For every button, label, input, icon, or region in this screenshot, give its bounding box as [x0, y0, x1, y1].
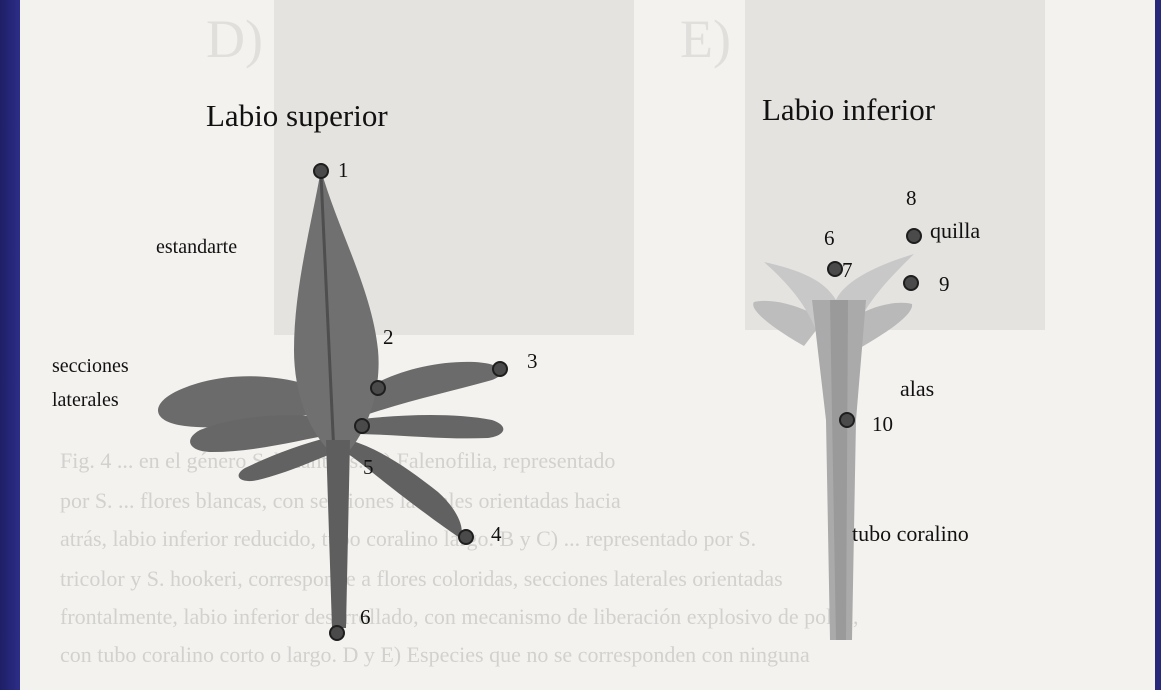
marker-point-1	[314, 164, 328, 178]
lateral-petal	[352, 415, 503, 438]
marker-point-7	[828, 262, 842, 276]
lower-lip-drawing	[753, 254, 914, 640]
number-label-4: 4	[491, 522, 502, 547]
label-standard: estandarte	[156, 236, 237, 259]
number-label-9: 9	[939, 272, 950, 297]
number-label-6-lower: 6	[824, 226, 835, 251]
marker-point-8	[907, 229, 921, 243]
marker-point-2	[371, 381, 385, 395]
number-label-6-upper: 6	[360, 605, 371, 630]
number-label-3: 3	[527, 349, 538, 374]
label-wings: alas	[900, 376, 934, 402]
marker-point-3	[493, 362, 507, 376]
marker-point-9	[904, 276, 918, 290]
number-label-5: 5	[363, 455, 374, 480]
marker-point-5	[355, 419, 369, 433]
number-label-10: 10	[872, 412, 893, 437]
number-label-1: 1	[338, 158, 349, 183]
label-keel: quilla	[930, 218, 980, 244]
label-lateral-sections: secciones laterales	[52, 349, 129, 417]
upper-lip-title: Labio superior	[206, 98, 388, 134]
label-corolla-tube: tubo coralino	[852, 521, 969, 547]
marker-point-10	[840, 413, 854, 427]
upper-central-column	[326, 440, 350, 628]
number-label-8: 8	[906, 186, 917, 211]
lower-lip-title: Labio inferior	[762, 92, 935, 128]
marker-point-4	[459, 530, 473, 544]
number-label-7: 7	[842, 258, 853, 283]
number-label-2: 2	[383, 325, 394, 350]
marker-point-6	[330, 626, 344, 640]
